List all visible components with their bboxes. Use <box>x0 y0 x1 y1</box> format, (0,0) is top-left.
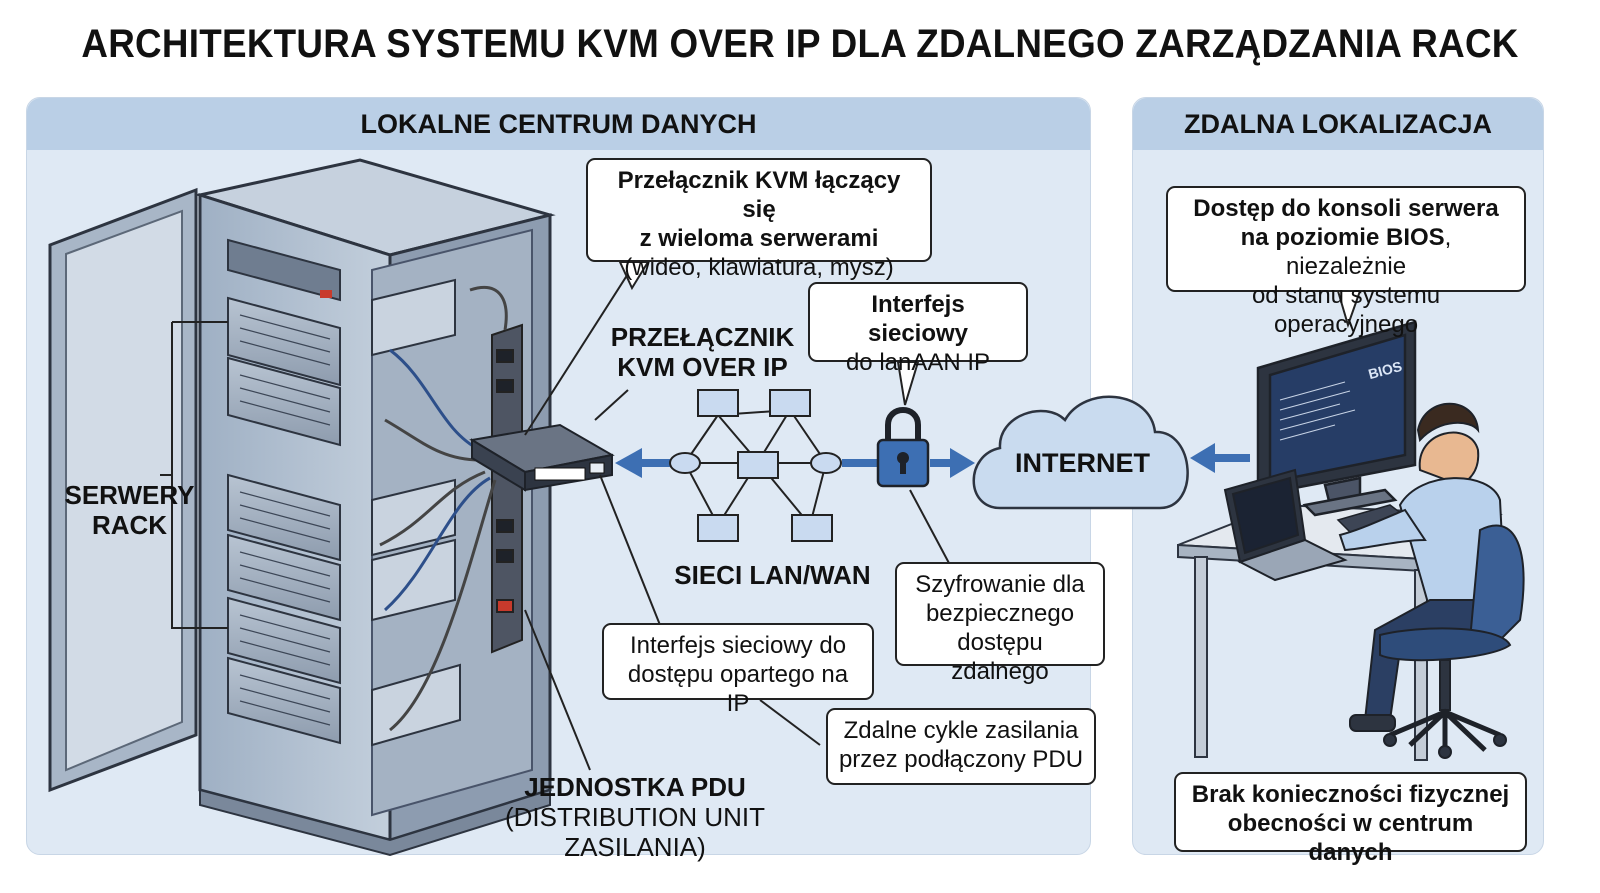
callout-encryption-line2: bezpiecznego <box>925 600 1075 627</box>
kvm-switch-label-line1: PRZEŁĄCZNIK <box>610 322 795 352</box>
page-title: ARCHITEKTURA SYSTEMU KVM OVER IP DLA ZDA… <box>81 22 1519 66</box>
rack-door <box>48 187 198 793</box>
callout-bios-access: Dostęp do konsoli serwera na poziomie BI… <box>1166 186 1526 338</box>
callout-kvm-multi-line2: z wieloma serwerami <box>639 225 879 252</box>
internet-label: INTERNET <box>1015 448 1150 478</box>
local-datacenter-header: LOKALNE CENTRUM DANYCH <box>27 98 1090 150</box>
pdu-label-line2: (DISTRIBUTION UNIT ZASILANIA) <box>505 802 765 862</box>
pdu-label-line1: JEDNOSTKA PDU <box>524 772 746 802</box>
kvm-switch <box>469 423 615 492</box>
callout-power-cycle-line2: przez podłączony PDU <box>838 746 1084 773</box>
remote-location-header: ZDALNA LOKALIZACJA <box>1133 98 1543 150</box>
callout-no-physical-presence: Brak konieczności fizycznej obecności w … <box>1174 772 1527 866</box>
rack-servers <box>227 238 341 745</box>
callout-net-iface-line2: do lanAAN IP <box>845 349 991 376</box>
padlock-icon <box>876 407 930 488</box>
office-chair <box>1379 524 1525 759</box>
callout-no-presence-line1: Brak konieczności fizycznej <box>1191 781 1510 808</box>
callout-bios-line2-rest: , niezależnie <box>1285 224 1452 280</box>
callout-encryption-line1: Szyfrowanie dla <box>915 571 1085 598</box>
network-label: SIECI LAN/WAN <box>674 560 871 590</box>
laptop <box>1223 468 1348 582</box>
pdu-strip <box>491 323 523 654</box>
remote-to-internet-arrow <box>1190 443 1250 473</box>
desktop-monitor <box>1256 320 1417 517</box>
pdu-label: JEDNOSTKA PDU (DISTRIBUTION UNIT ZASILAN… <box>440 772 830 862</box>
internet-cloud <box>972 395 1189 510</box>
server-cables <box>379 285 508 732</box>
callout-power-cycle-line1: Zdalne cykle zasilania <box>843 717 1079 744</box>
callout-net-iface-line1: Interfejs sieciowy <box>867 291 969 347</box>
leader-lines <box>160 254 951 771</box>
callout-network-interface: Interfejs sieciowy do lanAAN IP <box>808 282 1028 376</box>
kvm-switch-label: PRZEŁĄCZNIK KVM OVER IP <box>600 322 805 382</box>
callout-bios-line2: na poziomie BIOS, niezależnie <box>1178 223 1514 281</box>
secure-path <box>842 448 975 478</box>
callout-kvm-multi-line1: Przełącznik KVM łączący się <box>617 167 901 223</box>
callout-bios-line3: od stanu systemu operacyjnego <box>1251 282 1441 338</box>
kvm-switch-label-line2: KVM OVER IP <box>617 352 788 382</box>
callout-ip-access: Interfejs sieciowy do dostępu opartego n… <box>602 623 874 717</box>
lan-wan-network <box>669 389 842 542</box>
servers-label: SERWERY RACK <box>62 480 197 540</box>
servers-label-line2: RACK <box>91 510 168 540</box>
callout-kvm-multi-line3: (wideo, klawiatura, mysz) <box>624 254 894 281</box>
callout-bios-line2-bold: na poziomie BIOS <box>1240 224 1445 251</box>
callout-ip-access-line2: dostępu opartego na IP <box>627 661 849 717</box>
callout-encryption-line3: dostępu zdalnego <box>951 629 1049 685</box>
callout-no-presence-line2: obecności w centrum danych <box>1227 810 1474 866</box>
callout-power-cycle: Zdalne cykle zasilania przez podłączony … <box>826 708 1096 785</box>
callout-encryption: Szyfrowanie dla bezpiecznego dostępu zda… <box>895 562 1105 685</box>
callout-kvm-multi-server: Przełącznik KVM łączący się z wieloma se… <box>586 158 932 281</box>
callout-ip-access-line1: Interfejs sieciowy do <box>629 632 847 659</box>
servers-label-line1: SERWERY <box>64 480 195 510</box>
callout-bios-line1: Dostęp do konsoli serwera <box>1193 195 1499 222</box>
